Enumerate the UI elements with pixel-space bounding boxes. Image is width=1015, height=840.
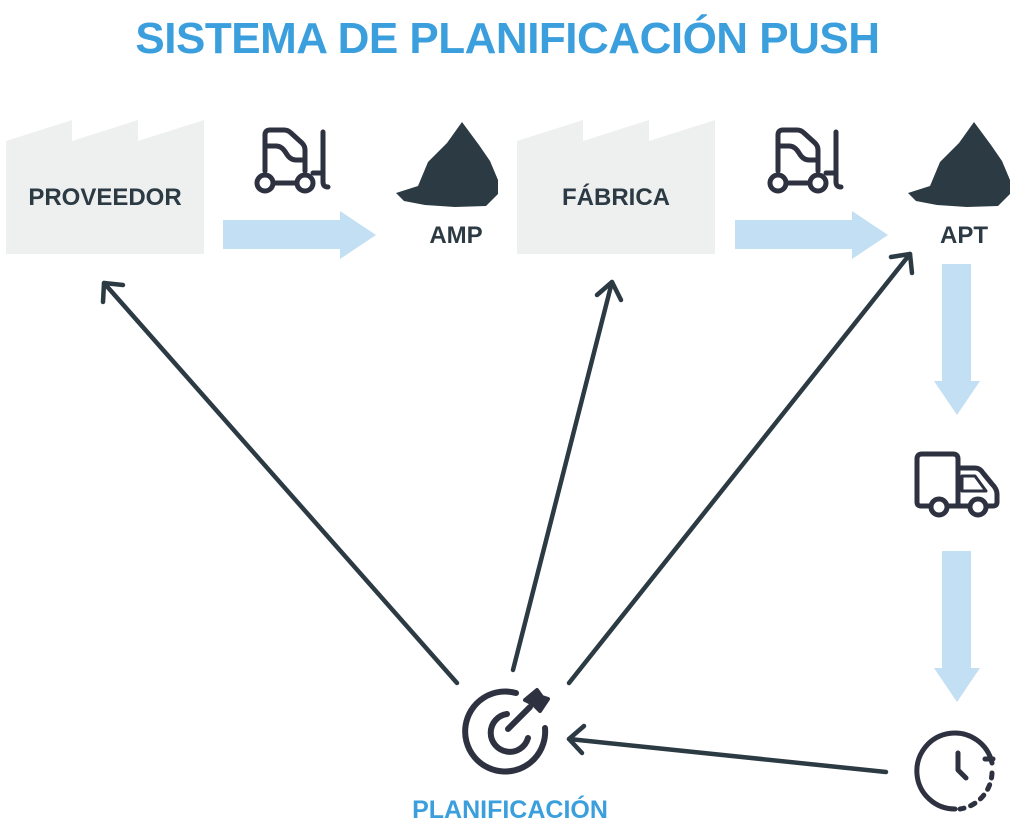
- flow-arrow-proveedor-amp: [223, 211, 376, 259]
- fabrica-factory-shape: [517, 120, 715, 254]
- info-arrow-planning-apt: [566, 251, 915, 686]
- flow-arrow-apt-truck: [934, 264, 980, 415]
- diagram-title: SISTEMA DE PLANIFICACIÓN PUSH: [135, 14, 880, 63]
- proveedor-factory-shape: [6, 120, 204, 254]
- info-arrow-planning-fabrica: [510, 279, 624, 673]
- info-arrow-clock-planning: [566, 723, 889, 775]
- forklift-icon: [254, 127, 331, 194]
- fabrica-label: FÁBRICA: [562, 184, 670, 211]
- apt-label: APT: [940, 222, 988, 249]
- planning-label: PLANIFICACIÓN: [412, 796, 608, 824]
- proveedor-label: PROVEEDOR: [28, 184, 182, 211]
- flow-arrow-truck-clock: [934, 551, 980, 702]
- flow-arrow-fabrica-apt: [735, 211, 888, 259]
- forklift-icon: [767, 127, 844, 194]
- truck-icon: [914, 451, 1000, 518]
- info-arrows: [100, 251, 915, 775]
- apt-pile-icon: [908, 122, 1010, 207]
- clock-icon: [914, 730, 996, 812]
- amp-pile-icon: [396, 122, 498, 207]
- target-icon: [462, 688, 550, 775]
- amp-label: AMP: [429, 222, 483, 249]
- info-arrow-planning-proveedor: [100, 280, 460, 686]
